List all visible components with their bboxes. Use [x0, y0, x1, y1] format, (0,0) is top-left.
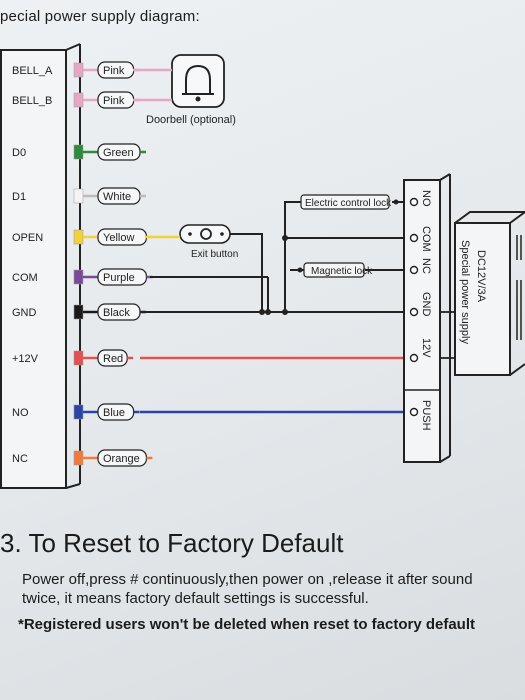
wire-color-label: Red [103, 353, 123, 365]
pin-color-swatch [73, 404, 84, 420]
terminal-screw [409, 307, 419, 317]
wire-color-label: Orange [103, 453, 140, 465]
pin-color-swatch [73, 144, 84, 160]
terminal-label: 12V [420, 338, 432, 358]
pin-label: +12V [12, 353, 39, 365]
power-supply-body [454, 222, 511, 376]
terminal-screw [409, 233, 419, 243]
reset-instructions: Power off,press # continuously,then powe… [22, 570, 525, 608]
pin-color-swatch [73, 62, 84, 78]
terminal-screw [409, 265, 419, 275]
terminal-screw [409, 407, 419, 417]
pin-color-swatch [73, 92, 84, 108]
exit-button-dot-right [220, 232, 224, 236]
magnetic-lock-label: Magnetic lock [311, 266, 373, 277]
pin-color-swatch [73, 188, 84, 204]
reset-instructions-line-2: twice, it means factory default settings… [22, 590, 369, 607]
exit-button: Exit button [179, 224, 238, 260]
controller-bevel-bottom [65, 483, 81, 489]
electric-lock: Electric control lock [300, 194, 399, 210]
terminal-layer: NO COM NC GND 12V PUSH [409, 190, 432, 431]
pin-label: BELL_B [12, 95, 52, 107]
pin-label: NO [12, 407, 29, 419]
pin-color-swatch [73, 304, 84, 320]
pin-label: D1 [12, 191, 26, 203]
wire-color-label: Pink [103, 65, 125, 77]
controller-bevel-top [65, 43, 81, 51]
pin-row: GND Black [12, 303, 146, 321]
electric-lock-box [300, 194, 390, 210]
pin-label: D0 [12, 147, 26, 159]
pin-label: BELL_A [12, 65, 53, 77]
terminal-label: COM [420, 226, 432, 252]
reset-instructions-line-1: Power off,press # continuously,then powe… [22, 571, 473, 588]
pin-row: BELL_A Pink [12, 61, 140, 79]
pin-label: NC [12, 453, 28, 465]
psu-description: Special power supply [459, 240, 471, 344]
magnetic-lock-dot-left [297, 267, 303, 273]
terminal-screw [409, 353, 419, 363]
doorbell: Doorbell (optional) [146, 54, 236, 126]
terminal-screw [409, 197, 419, 207]
bell-icon [185, 64, 211, 95]
magnetic-lock: Magnetic lock [297, 262, 373, 278]
controller-body [0, 49, 67, 489]
terminal-label: PUSH [420, 400, 432, 431]
pin-color-swatch [73, 269, 84, 285]
pin-row: BELL_B Pink [12, 91, 140, 109]
bell-icon-clapper [195, 96, 201, 102]
routing-wires [140, 201, 412, 313]
section-heading: 3. To Reset to Factory Default [0, 528, 344, 558]
pin-color-swatch [73, 229, 84, 245]
power-supply: DC12V/3A Special power supply [454, 211, 525, 376]
gnd-junction-dot [259, 309, 265, 315]
wire-color-label: Pink [103, 95, 125, 107]
pin-row: NO Blue [12, 403, 140, 421]
reset-note: *Registered users won't be deleted when … [18, 616, 476, 633]
psu-rating: DC12V/3A [475, 250, 487, 303]
psu-wires [440, 311, 455, 359]
wire-color-label: Blue [103, 407, 125, 419]
wire-color-label: Purple [103, 272, 135, 284]
exit-button-dot-left [188, 232, 192, 236]
terminal-block-body [403, 179, 441, 463]
pin-row: +12V Red [12, 349, 134, 367]
pin-label: GND [12, 307, 37, 319]
pin-label: OPEN [12, 232, 43, 244]
magnetic-lock-box [303, 262, 365, 278]
pin-row: NC Orange [12, 449, 153, 467]
terminal-label: NO [420, 190, 432, 207]
pin-label: COM [12, 272, 38, 284]
lock-junction-dot [282, 309, 288, 315]
pin-row: D0 Green [12, 143, 146, 161]
pin-color-swatch [73, 350, 84, 366]
pin-row: OPEN Yellow [12, 228, 153, 246]
pin-row: D1 White [12, 187, 146, 205]
pin-color-swatch [73, 450, 84, 466]
diagram-title: pecial power supply diagram: [0, 8, 200, 25]
pin-row: COM Purple [12, 268, 153, 286]
electric-lock-label: Electric control lock [305, 198, 392, 209]
doorbell-label: Doorbell (optional) [146, 114, 236, 126]
terminal-block: NO COM NC GND 12V PUSH [403, 173, 451, 463]
wire-color-label: Yellow [103, 232, 134, 244]
exit-button-icon [200, 228, 212, 240]
wire-color-label: Black [103, 307, 130, 319]
terminal-label: GND [420, 292, 432, 317]
com-terminal-junction [282, 235, 288, 241]
wire-color-label: White [103, 191, 131, 203]
terminal-label: NC [420, 258, 432, 274]
exit-button-label: Exit button [191, 249, 238, 260]
wire-color-label: Green [103, 147, 134, 159]
electric-lock-dot [393, 199, 399, 205]
